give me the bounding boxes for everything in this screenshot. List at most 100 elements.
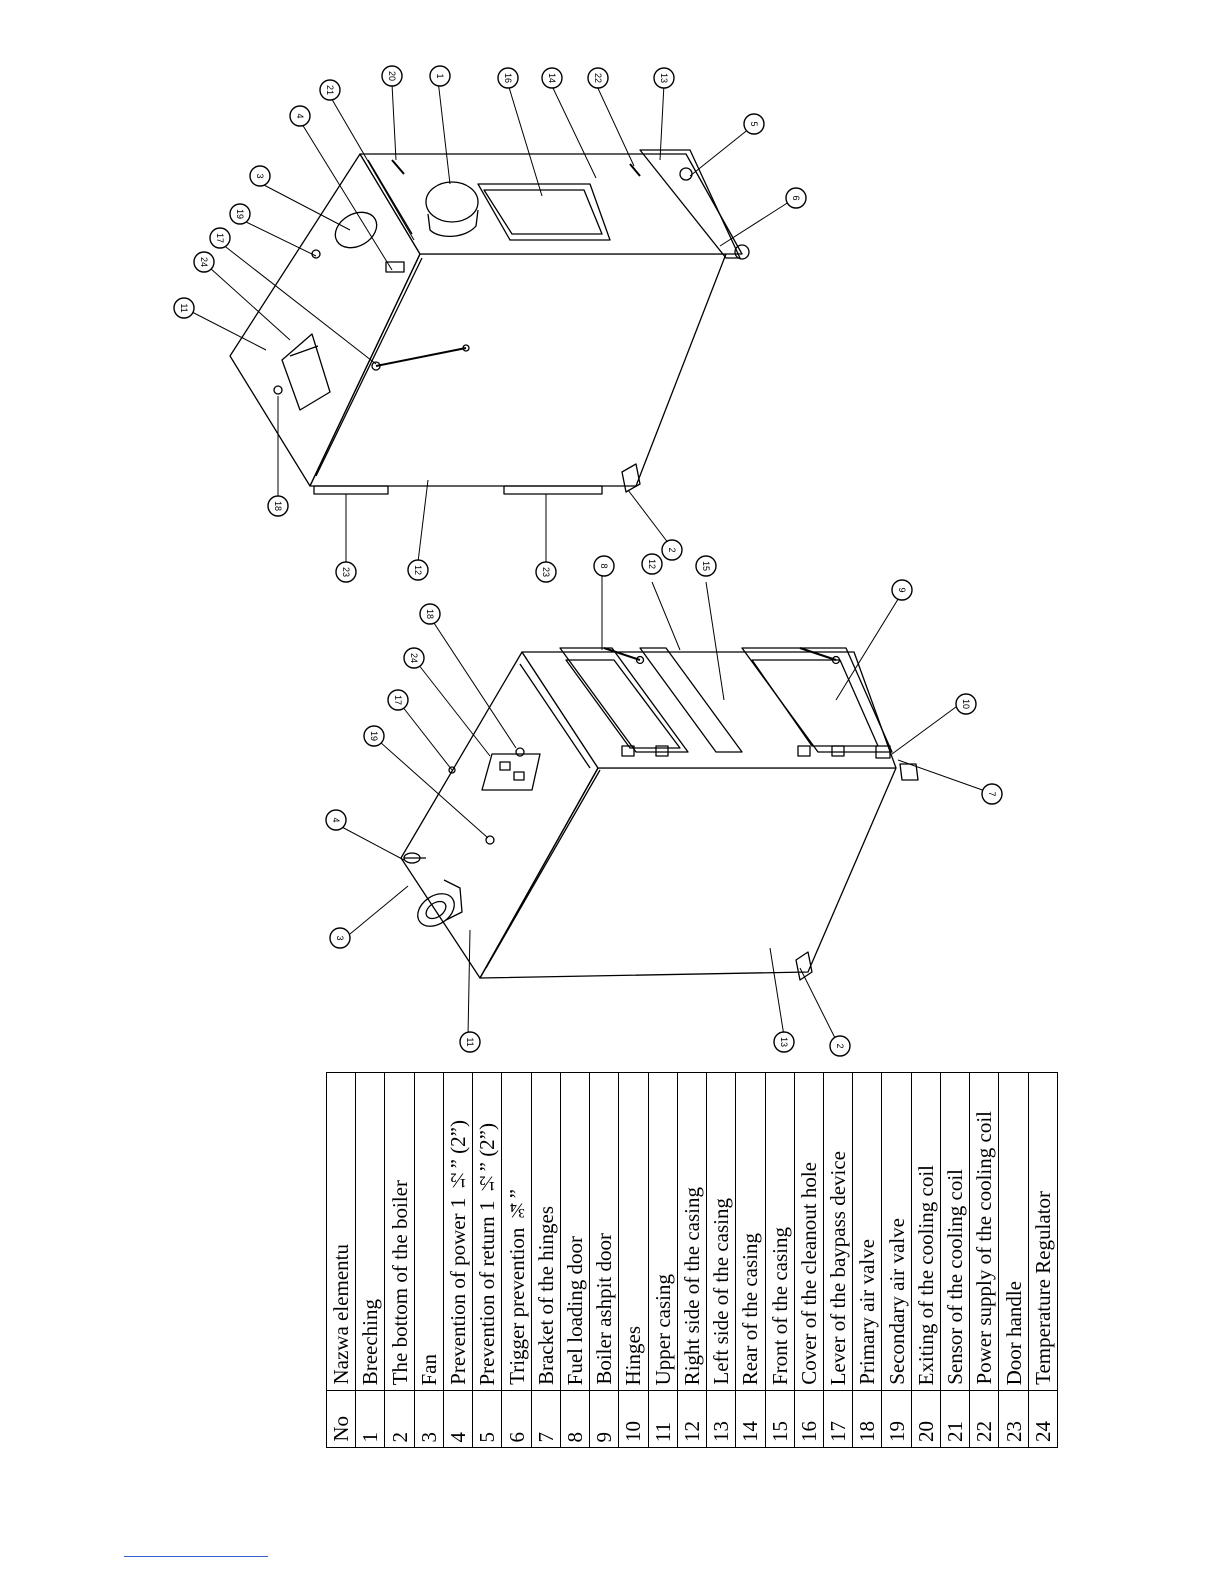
- rear-callout-circle: [289, 105, 311, 127]
- rear-callout-label: 16: [503, 73, 513, 83]
- rear-callout-label: 3: [255, 173, 265, 178]
- front-callout-label: 11: [465, 1037, 475, 1046]
- rear-callout-circle: [535, 561, 557, 583]
- front-callout-label: 24: [409, 653, 419, 663]
- rear-callout-label: 13: [659, 73, 669, 83]
- part-number-text: 4: [446, 1431, 471, 1443]
- part-name-text: Front of the casing: [767, 1226, 792, 1385]
- part-number-text: 3: [416, 1431, 441, 1443]
- rear-callout-circle: [335, 561, 357, 583]
- part-name-text: Cover of the cleanout hole: [796, 1162, 821, 1385]
- cell-name-part-24: Temperature Regulator: [1027, 1072, 1059, 1391]
- part-number-text: 16: [796, 1421, 821, 1442]
- rear-callout-label: 23: [341, 567, 351, 577]
- cell-name-header: Nazwa elementu: [325, 1072, 357, 1391]
- front-callout-label: 8: [599, 563, 609, 568]
- rear-callout-circle: [267, 495, 289, 517]
- front-callout-label: 19: [369, 731, 379, 741]
- front-callout-circle: [387, 689, 409, 711]
- front-callout-circle: [403, 647, 425, 669]
- front-callout-circle: [329, 927, 351, 949]
- cell-number-part-12: 12: [676, 1390, 708, 1448]
- rear-callout-label: 23: [541, 567, 551, 577]
- cell-name-part-3: Fan: [413, 1072, 444, 1391]
- cell-name-part-21: Sensor of the cooling coil: [939, 1072, 971, 1391]
- footnote-separator-line: [124, 1556, 268, 1557]
- front-callout-circle: [829, 1035, 851, 1057]
- part-name-text: Bracket of the hinges: [533, 1205, 558, 1385]
- rear-callout-circle: [497, 67, 519, 89]
- rear-callout-circle: [653, 67, 675, 89]
- part-name-text: Right side of the casing: [679, 1186, 704, 1385]
- cell-number-part-22: 22: [969, 1390, 1000, 1448]
- part-name-text: Upper casing: [650, 1273, 675, 1385]
- part-name-text: Primary air valve: [855, 1239, 880, 1385]
- part-name-text: Sensor of the cooling coil: [943, 1169, 968, 1385]
- front-callout-label: 13: [779, 1037, 789, 1047]
- part-number-text: 14: [738, 1421, 763, 1442]
- part-number-text: 1: [358, 1431, 383, 1443]
- cell-name-part-22: Power supply of the cooling coil: [969, 1072, 1000, 1391]
- front-callout-label: 15: [701, 561, 711, 571]
- front-callout-circle: [419, 603, 441, 625]
- rear-callout-label: 12: [413, 565, 423, 575]
- front-callout-label: 2: [835, 1043, 845, 1048]
- front-callout-circle: [955, 693, 977, 715]
- cell-number-part-10: 10: [618, 1390, 649, 1448]
- front-callout-label: 7: [987, 791, 997, 796]
- rear-callout-circle: [319, 79, 341, 101]
- cell-name-part-6: Trigger prevention ¾”: [501, 1072, 532, 1391]
- cell-number-part-4: 4: [442, 1390, 474, 1448]
- cell-number-part-16: 16: [793, 1390, 824, 1448]
- rear-callout-label: 19: [235, 209, 245, 219]
- rear-callout-label: 4: [295, 113, 305, 118]
- part-number-text: No: [329, 1416, 354, 1442]
- part-name-text: Door handle: [1001, 1280, 1026, 1385]
- cell-name-part-11: Upper casing: [647, 1072, 678, 1391]
- cell-name-part-18: Primary air valve: [852, 1072, 883, 1391]
- part-number-text: 22: [972, 1421, 997, 1442]
- cell-name-part-1: Breeching: [355, 1072, 386, 1391]
- part-name-text: The bottom of the boiler: [387, 1179, 412, 1385]
- rear-callout-label: 11: [179, 303, 189, 312]
- part-name-text: Hinges: [621, 1325, 646, 1386]
- cell-number-part-11: 11: [647, 1390, 678, 1448]
- front-callout-label: 12: [647, 559, 657, 569]
- rear-callout-label: 6: [791, 195, 801, 200]
- cell-name-part-16: Cover of the cleanout hole: [793, 1072, 824, 1391]
- cell-name-part-15: Front of the casing: [764, 1072, 795, 1391]
- rear-callout-circle: [249, 165, 271, 187]
- cell-name-part-7: Bracket of the hinges: [530, 1072, 561, 1391]
- rear-callout-label: 24: [199, 257, 209, 267]
- front-callout-label: 4: [331, 817, 341, 822]
- part-number-text: 12: [679, 1421, 704, 1442]
- cell-number-part-8: 8: [559, 1390, 591, 1448]
- rear-callout-circle: [785, 187, 807, 209]
- front-callout-label: 3: [335, 935, 345, 940]
- rear-callout-circle: [541, 67, 563, 89]
- rear-callout-circle: [209, 227, 231, 249]
- cell-number-part-21: 21: [939, 1390, 971, 1448]
- cell-number-part-17: 17: [822, 1390, 854, 1448]
- rear-callout-label: 18: [273, 501, 283, 511]
- cell-number-part-18: 18: [852, 1390, 883, 1448]
- front-callout-label: 17: [393, 695, 403, 705]
- part-number-text: 2: [387, 1431, 412, 1443]
- cell-number-part-13: 13: [706, 1390, 737, 1448]
- rear-callout-label: 20: [387, 71, 397, 81]
- cell-number-part-23: 23: [998, 1390, 1029, 1448]
- rear-callout-label: 21: [325, 85, 335, 95]
- cell-number-part-6: 6: [501, 1390, 532, 1448]
- cell-number-part-20: 20: [910, 1390, 941, 1448]
- rear-callout-circle: [587, 67, 609, 89]
- part-number-text: 15: [767, 1421, 792, 1442]
- rear-callout-label: 5: [749, 121, 759, 126]
- cell-number-part-15: 15: [764, 1390, 795, 1448]
- part-name-text: Exiting of the cooling coil: [913, 1164, 938, 1385]
- part-name-text: Prevention of power 1 ½” (2”): [446, 1120, 471, 1385]
- rear-callout-label: 17: [215, 233, 225, 243]
- part-number-text: 9: [592, 1431, 617, 1443]
